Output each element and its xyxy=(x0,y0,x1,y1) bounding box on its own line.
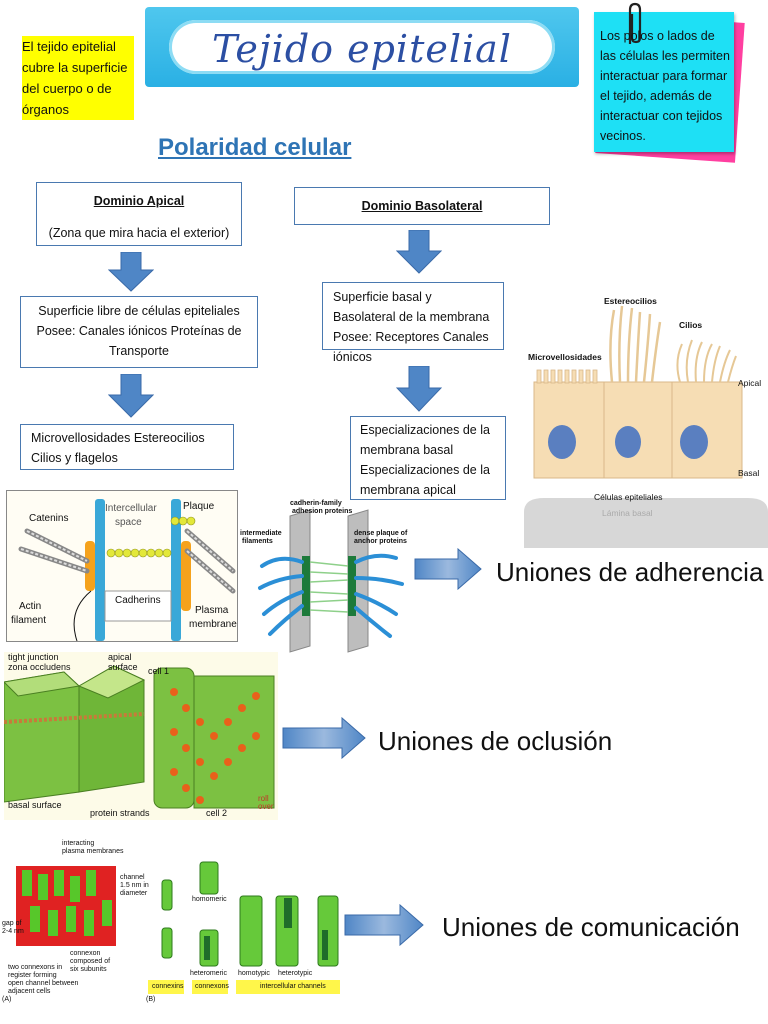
space-label: space xyxy=(115,517,142,528)
apical-domain-subtitle: (Zona que mira hacia el exterior) xyxy=(48,226,230,240)
adjacent-label: adjacent cells xyxy=(8,988,51,995)
side-note-text: Los polos o lados de las células les per… xyxy=(600,29,730,143)
basolateral-domain-title: Dominio Basolateral xyxy=(361,199,483,213)
intro-note-text: El tejido epitelial cubre la superficie … xyxy=(22,39,128,117)
homomeric-label: homomeric xyxy=(192,896,227,903)
actin-label: Actin xyxy=(19,601,42,612)
apical-surface-box: Superficie libre de células epiteliales … xyxy=(20,296,258,368)
catenins-label: Catenins xyxy=(29,513,69,524)
heterotypic-label: heterotypic xyxy=(278,970,313,977)
anchor-proteins-label: anchor proteins xyxy=(354,538,407,545)
basal-surface-label: basal surface xyxy=(8,800,62,810)
channel-label: channel xyxy=(120,874,145,881)
adhesion-proteins-label: adhesion proteins xyxy=(292,508,353,515)
zona-occludens-label: zona occludens xyxy=(8,662,71,672)
comunicacion-label: Uniones de comunicación xyxy=(442,912,740,942)
filament-label: filament xyxy=(11,615,47,626)
over-label: over xyxy=(258,802,274,811)
basolateral-surface-text: Superficie basal y Basolateral de la mem… xyxy=(333,290,490,364)
arrow-right-icon xyxy=(282,717,366,759)
basal-label: Basal xyxy=(738,468,760,478)
microvellosidades-label: Microvellosidades xyxy=(528,352,602,362)
cadherins-label: Cadherins xyxy=(115,595,161,606)
paperclip-icon xyxy=(628,2,642,44)
dense-plaque-label: dense plaque of xyxy=(354,530,408,537)
cilios-label: Cilios xyxy=(679,320,703,330)
apical-label: Apical xyxy=(738,378,762,388)
title-banner: Tejido epitelial xyxy=(145,7,579,87)
gap-junction-illustration xyxy=(16,861,340,994)
adherens-junction-illustration xyxy=(7,491,237,641)
cells-caption-2: Lámina basal xyxy=(602,508,653,518)
tight-junction-figure: tight junction zona occludens apical sur… xyxy=(4,652,278,820)
open-channel-label: open channel between xyxy=(8,980,79,987)
cells-caption: Células epiteliales xyxy=(594,492,663,502)
diameter-label: diameter xyxy=(120,890,148,897)
apical-surface-label: apical xyxy=(108,652,132,662)
intro-note: El tejido epitelial cubre la superficie … xyxy=(22,36,134,120)
estereocilios-label: Estereocilios xyxy=(604,296,657,306)
membrane-label: membrane xyxy=(189,619,237,630)
composed-label: composed of xyxy=(70,958,111,965)
basolateral-specializations-text: Especializaciones de la membrana basal E… xyxy=(360,423,490,497)
basolateral-specializations-box: Especializaciones de la membrana basal E… xyxy=(350,416,506,500)
subunits-label: six subunits xyxy=(70,966,107,973)
intercellular-channels-label: intercellular channels xyxy=(260,983,326,990)
tight-junction-label: tight junction xyxy=(8,652,59,662)
title-banner-inner: Tejido epitelial xyxy=(169,20,555,74)
adherens-junction-figure: Catenins Intercellular space Plaque Acti… xyxy=(6,490,238,642)
interacting-label: interacting xyxy=(62,840,95,847)
connexins-label: connexins xyxy=(152,983,184,990)
cadherin-family-label: cadherin-family xyxy=(290,500,342,507)
basolateral-domain-box: Dominio Basolateral xyxy=(294,187,550,225)
cadherin-illustration xyxy=(258,509,404,653)
roll-label: roll xyxy=(258,794,269,803)
intercellular-label: Intercellular xyxy=(105,503,157,514)
panel-a-label: (A) xyxy=(2,996,12,1003)
channel-size-label: 1.5 nm in xyxy=(120,882,149,889)
arrow-down-icon xyxy=(396,230,442,274)
arrow-right-icon xyxy=(414,548,482,590)
register-label: register forming xyxy=(8,972,57,979)
cadherin-figure: cadherin-family adhesion proteins interm… xyxy=(240,496,410,656)
connexons-label: connexons xyxy=(195,983,229,990)
two-connexons-label: two connexons in xyxy=(8,964,63,971)
apical-surface-text: Superficie libre de células epiteliales … xyxy=(36,304,242,358)
filaments-label: filaments xyxy=(242,538,273,545)
page-title: Tejido epitelial xyxy=(212,27,512,71)
arrow-right-icon xyxy=(344,904,424,946)
apical-domain-title: Dominio Apical xyxy=(93,194,185,208)
arrow-down-icon xyxy=(108,374,154,418)
connexon-label: connexon xyxy=(70,950,101,957)
protein-strands-label: protein strands xyxy=(90,808,150,818)
arrow-down-icon xyxy=(108,252,154,292)
apical-specializations-box: Microvellosidades Estereocilios Cilios y… xyxy=(20,424,234,470)
epithelial-cells-illustration xyxy=(524,292,768,548)
cell2-label: cell 2 xyxy=(206,808,228,818)
apical-domain-box: Dominio Apical (Zona que mira hacia el e… xyxy=(36,182,242,246)
homotypic-label: homotypic xyxy=(238,970,270,977)
apical-specializations-text: Microvellosidades Estereocilios Cilios y… xyxy=(31,431,205,465)
plasma-label: Plasma xyxy=(195,605,229,616)
gap-size-label: 2-4 nm xyxy=(2,928,24,935)
intermediate-label: intermediate xyxy=(240,530,282,537)
cell1-label: cell 1 xyxy=(148,666,170,676)
surface-label: surface xyxy=(108,662,138,672)
gap-label: gap of xyxy=(2,920,22,927)
tight-junction-illustration xyxy=(4,652,278,820)
adherencia-label: Uniones de adherencia xyxy=(496,557,764,587)
sticky-note xyxy=(594,12,734,152)
section-heading: Polaridad celular xyxy=(158,134,352,161)
heteromeric-label: heteromeric xyxy=(190,970,227,977)
arrow-down-icon xyxy=(396,366,442,412)
plasma-membranes-label: plasma membranes xyxy=(62,848,124,855)
oclusion-label: Uniones de oclusión xyxy=(378,726,613,756)
panel-b-label: (B) xyxy=(146,996,156,1003)
gap-junction-figure: interacting plasma membranes channel 1.5… xyxy=(2,840,342,1006)
epithelial-cells-figure: Estereocilios Cilios Microvellosidades A… xyxy=(524,292,768,548)
basolateral-surface-box: Superficie basal y Basolateral de la mem… xyxy=(322,282,504,364)
plaque-label: Plaque xyxy=(183,501,215,512)
